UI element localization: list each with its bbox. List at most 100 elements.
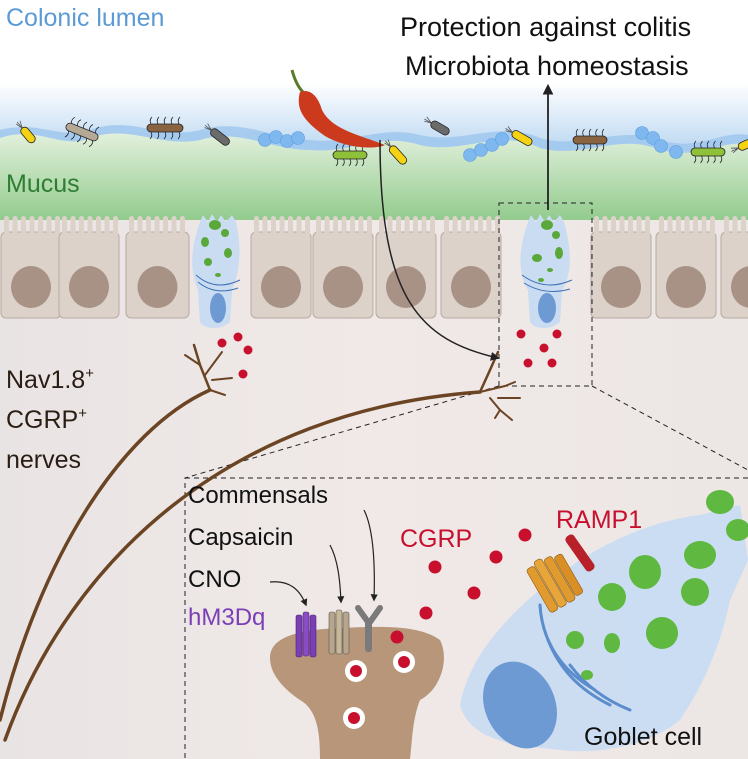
mucus-label: Mucus — [6, 170, 80, 198]
microvillus — [602, 216, 608, 236]
bacterium-body — [430, 120, 450, 136]
microvillus — [163, 216, 168, 236]
microvillus — [396, 216, 401, 236]
microvillus — [254, 216, 259, 236]
cno-label: CNO — [188, 566, 242, 593]
cgrp-dot — [217, 338, 227, 348]
cgrp-dot — [238, 369, 248, 379]
cgrp-dot — [547, 358, 557, 368]
commensals-label: Commensals — [188, 482, 329, 509]
pilus — [713, 140, 716, 164]
bacterium-body — [332, 150, 368, 160]
microvillus — [741, 216, 746, 236]
brown-bacterium — [146, 116, 184, 140]
microvillus — [379, 216, 384, 236]
goblet-cell-right — [520, 214, 573, 328]
pilus — [601, 128, 605, 152]
microvillus — [46, 216, 52, 236]
microvillus — [62, 216, 67, 236]
microvillus — [724, 216, 729, 236]
goblet-cell-left — [192, 214, 241, 328]
bacterium-body — [572, 135, 608, 145]
cell-nucleus — [601, 266, 641, 308]
microvillus — [21, 216, 26, 236]
microvillus — [701, 216, 707, 236]
microvillus — [659, 216, 664, 236]
epithelium — [0, 216, 748, 319]
microvillus — [333, 216, 338, 236]
pilus — [149, 116, 153, 140]
pilus — [595, 128, 598, 152]
mucin-granule — [581, 670, 593, 680]
lumen-label-text: Colonic lumen — [6, 4, 165, 32]
microvillus — [316, 216, 321, 236]
mucin-granule — [726, 519, 748, 541]
microvillus — [154, 216, 160, 236]
microvillus — [452, 216, 458, 236]
pilus — [156, 116, 160, 140]
yellow-rod-bacterium — [731, 139, 748, 154]
microvillus — [594, 216, 599, 236]
microvillus — [619, 216, 625, 236]
pilus — [88, 126, 100, 148]
cgrp-dot — [516, 329, 526, 339]
flagellum — [424, 116, 432, 124]
outcome-label-1: Protection against colitis — [400, 12, 692, 42]
hm3dq-label: hM3Dq — [188, 604, 266, 631]
golgi-membranes — [538, 603, 632, 712]
mucin-granule — [684, 541, 716, 569]
coccus — [495, 132, 509, 146]
microvillus — [469, 216, 475, 236]
ramp1-icon — [565, 534, 595, 572]
microvillus — [38, 216, 43, 236]
microvillus — [171, 216, 177, 236]
pilus — [700, 140, 703, 164]
microvillus — [288, 216, 293, 236]
microvillus — [305, 216, 310, 236]
ligand-arrows — [269, 509, 378, 607]
microvillus — [645, 216, 650, 236]
cgrp-dot — [523, 358, 533, 368]
nerve-label-2-text: CGRP — [6, 406, 79, 434]
flagellum — [731, 147, 739, 154]
commensal-bacteria — [15, 116, 748, 167]
cell-nucleus — [451, 266, 491, 308]
cell-nucleus — [137, 266, 178, 308]
cgrp-dot — [518, 528, 532, 542]
cell-nucleus — [323, 266, 363, 308]
brown-bacterium — [572, 128, 608, 152]
microvillus — [146, 216, 151, 236]
microvillus — [12, 216, 18, 236]
pilus — [575, 128, 579, 152]
microvillus — [628, 216, 633, 236]
mucin-granule — [706, 490, 734, 514]
microvillus — [667, 216, 673, 236]
hm3dq-receptor-icon — [295, 611, 317, 658]
mucin-granule — [604, 633, 620, 653]
calcrl-receptor-icon — [526, 553, 583, 613]
microvillus — [421, 216, 427, 236]
microvillus — [693, 216, 698, 236]
microvillus — [271, 216, 276, 236]
microvillus — [404, 216, 410, 236]
pilus — [163, 116, 167, 140]
cgrp-dot — [390, 630, 404, 644]
microvillus — [430, 216, 435, 236]
grey-bacterium — [64, 116, 100, 148]
tlr-receptor-icon — [355, 605, 383, 652]
cell-nucleus — [666, 266, 706, 308]
cgrp-label: CGRP — [400, 525, 473, 553]
coccus — [654, 139, 668, 153]
goblet-nucleus — [483, 661, 557, 749]
microvillus — [70, 216, 76, 236]
flagellum — [505, 126, 513, 133]
cgrp-dot — [348, 712, 360, 724]
nerve-label-1-text: Nav1.8 — [6, 366, 86, 394]
microvillus — [79, 216, 84, 236]
microvillus — [732, 216, 738, 236]
cell-nucleus — [386, 266, 426, 308]
microvillus — [4, 216, 9, 236]
green-bacterium — [690, 140, 726, 164]
flagellum — [204, 123, 212, 131]
